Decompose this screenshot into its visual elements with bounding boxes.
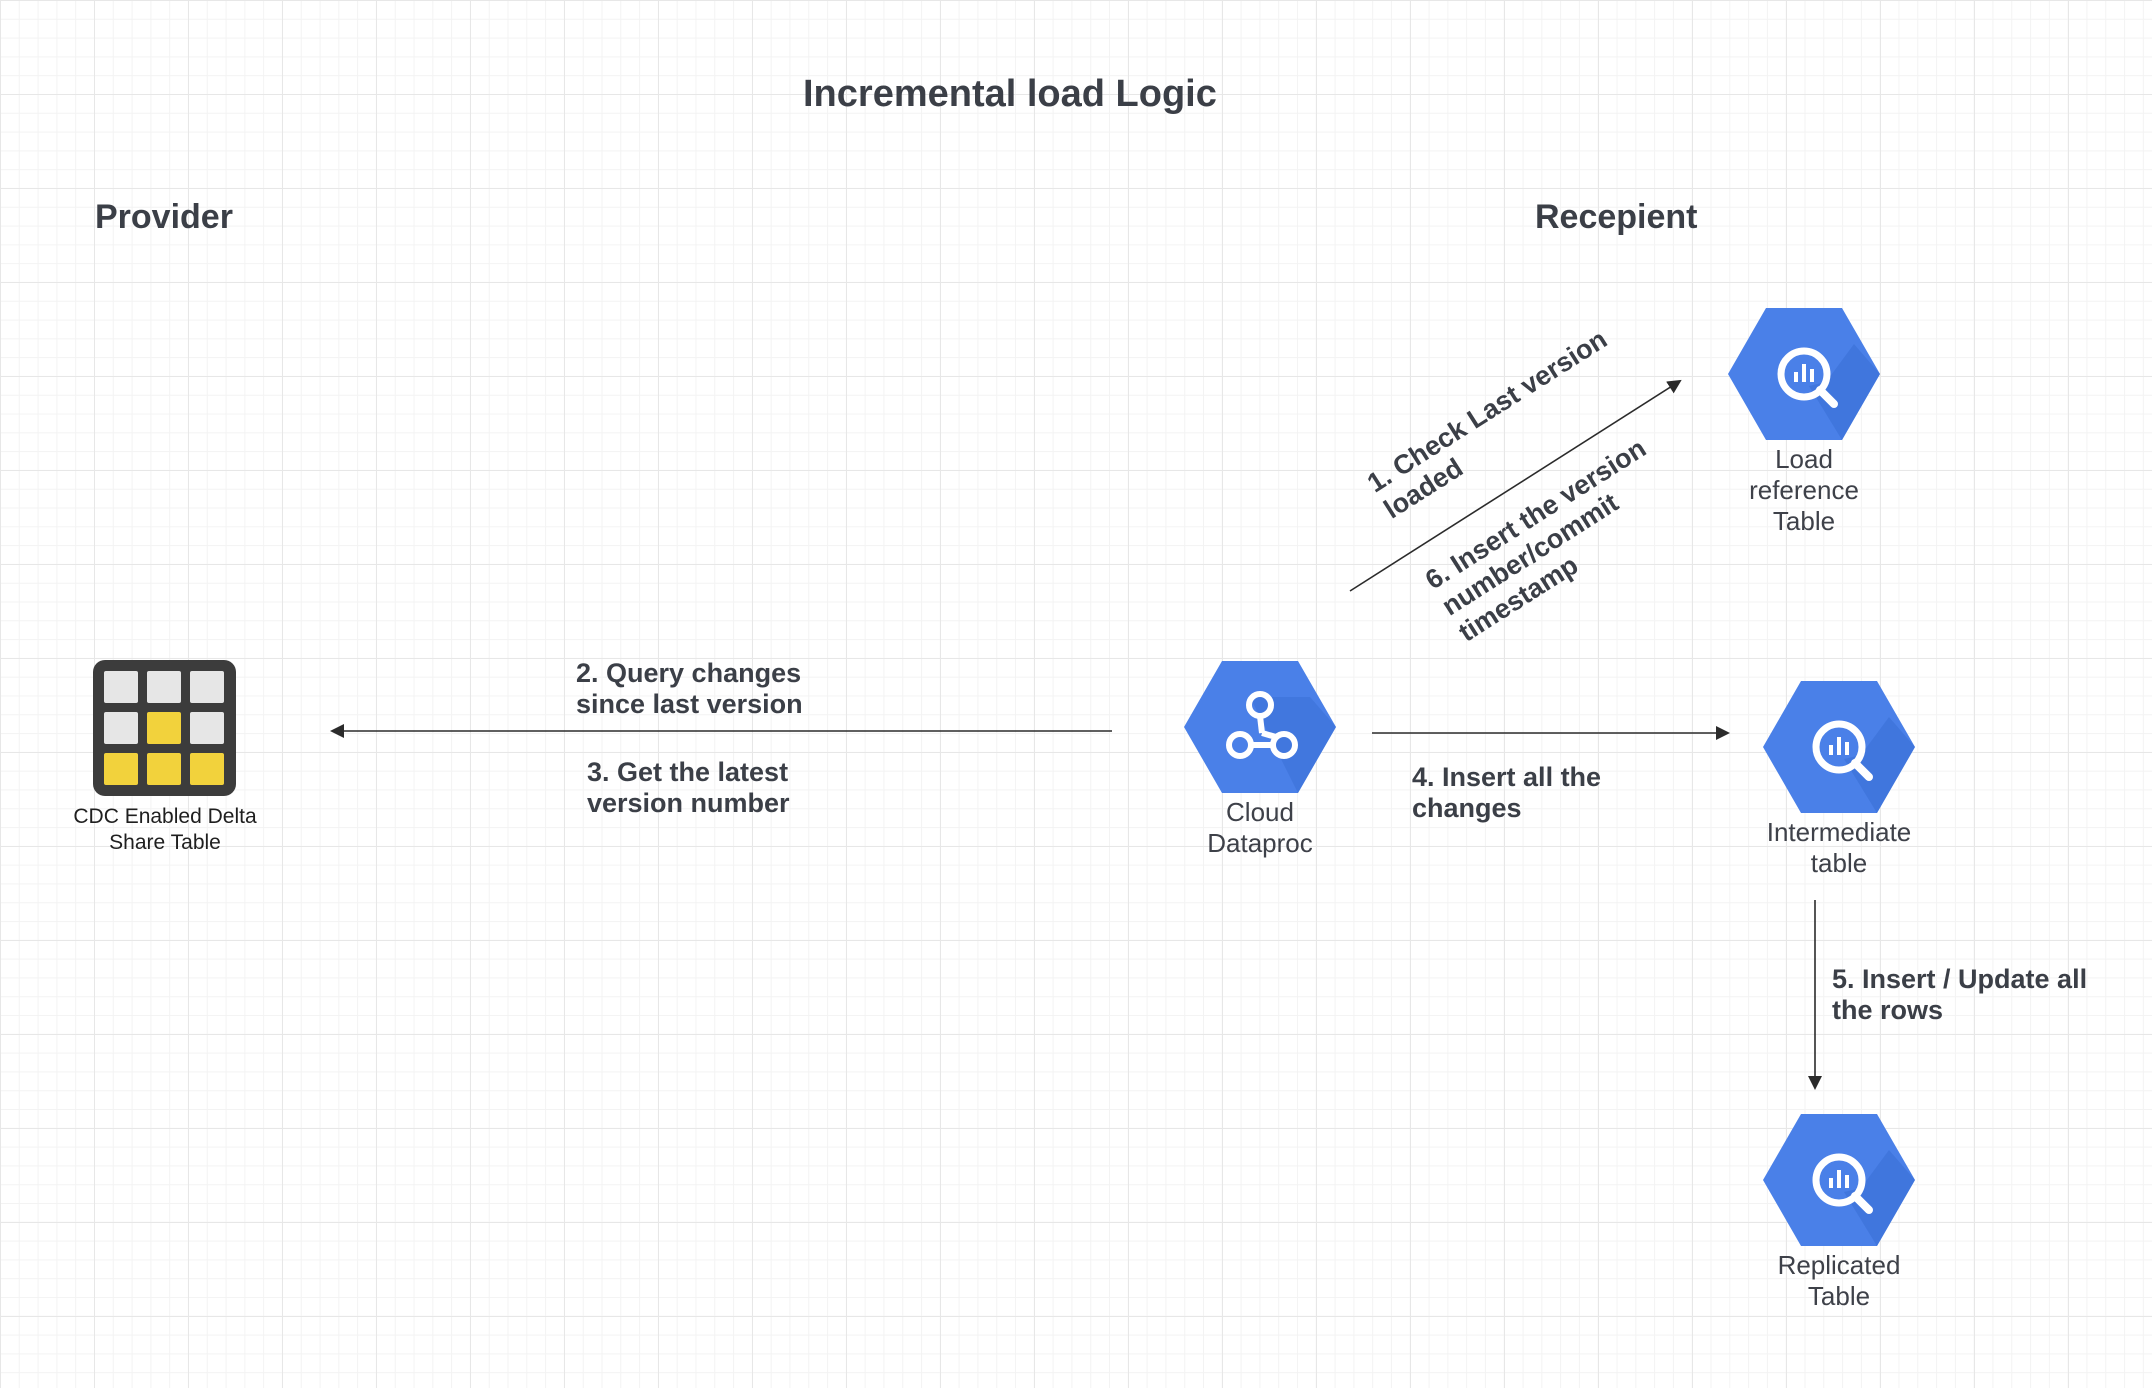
load-reference-label: Load reference Table <box>1749 444 1859 536</box>
diagram-title: Incremental load Logic <box>803 73 1217 115</box>
arrow-check-version <box>1349 379 1682 592</box>
step5-label: 5. Insert / Update all the rows <box>1832 964 2088 1025</box>
bigquery-hexagon-icon <box>1728 308 1880 440</box>
step2-label: 2. Query changes since last version <box>576 658 803 719</box>
intermediate-label: Intermediate table <box>1766 817 1912 878</box>
provider-heading: Provider <box>95 198 233 236</box>
bigquery-hexagon-icon <box>1763 681 1915 813</box>
source-table-label: CDC Enabled Delta Share Table <box>73 805 257 854</box>
dataproc-label: Cloud Dataproc <box>1207 797 1313 858</box>
step4-label: 4. Insert all the changes <box>1412 762 1602 823</box>
replicated-label: Replicated Table <box>1777 1250 1901 1311</box>
recipient-heading: Recepient <box>1535 198 1698 236</box>
dataproc-hexagon-icon <box>1184 661 1336 793</box>
table-grid-icon <box>93 660 236 796</box>
bigquery-hexagon-icon <box>1763 1114 1915 1246</box>
step3-label: 3. Get the latest version number <box>587 757 790 818</box>
